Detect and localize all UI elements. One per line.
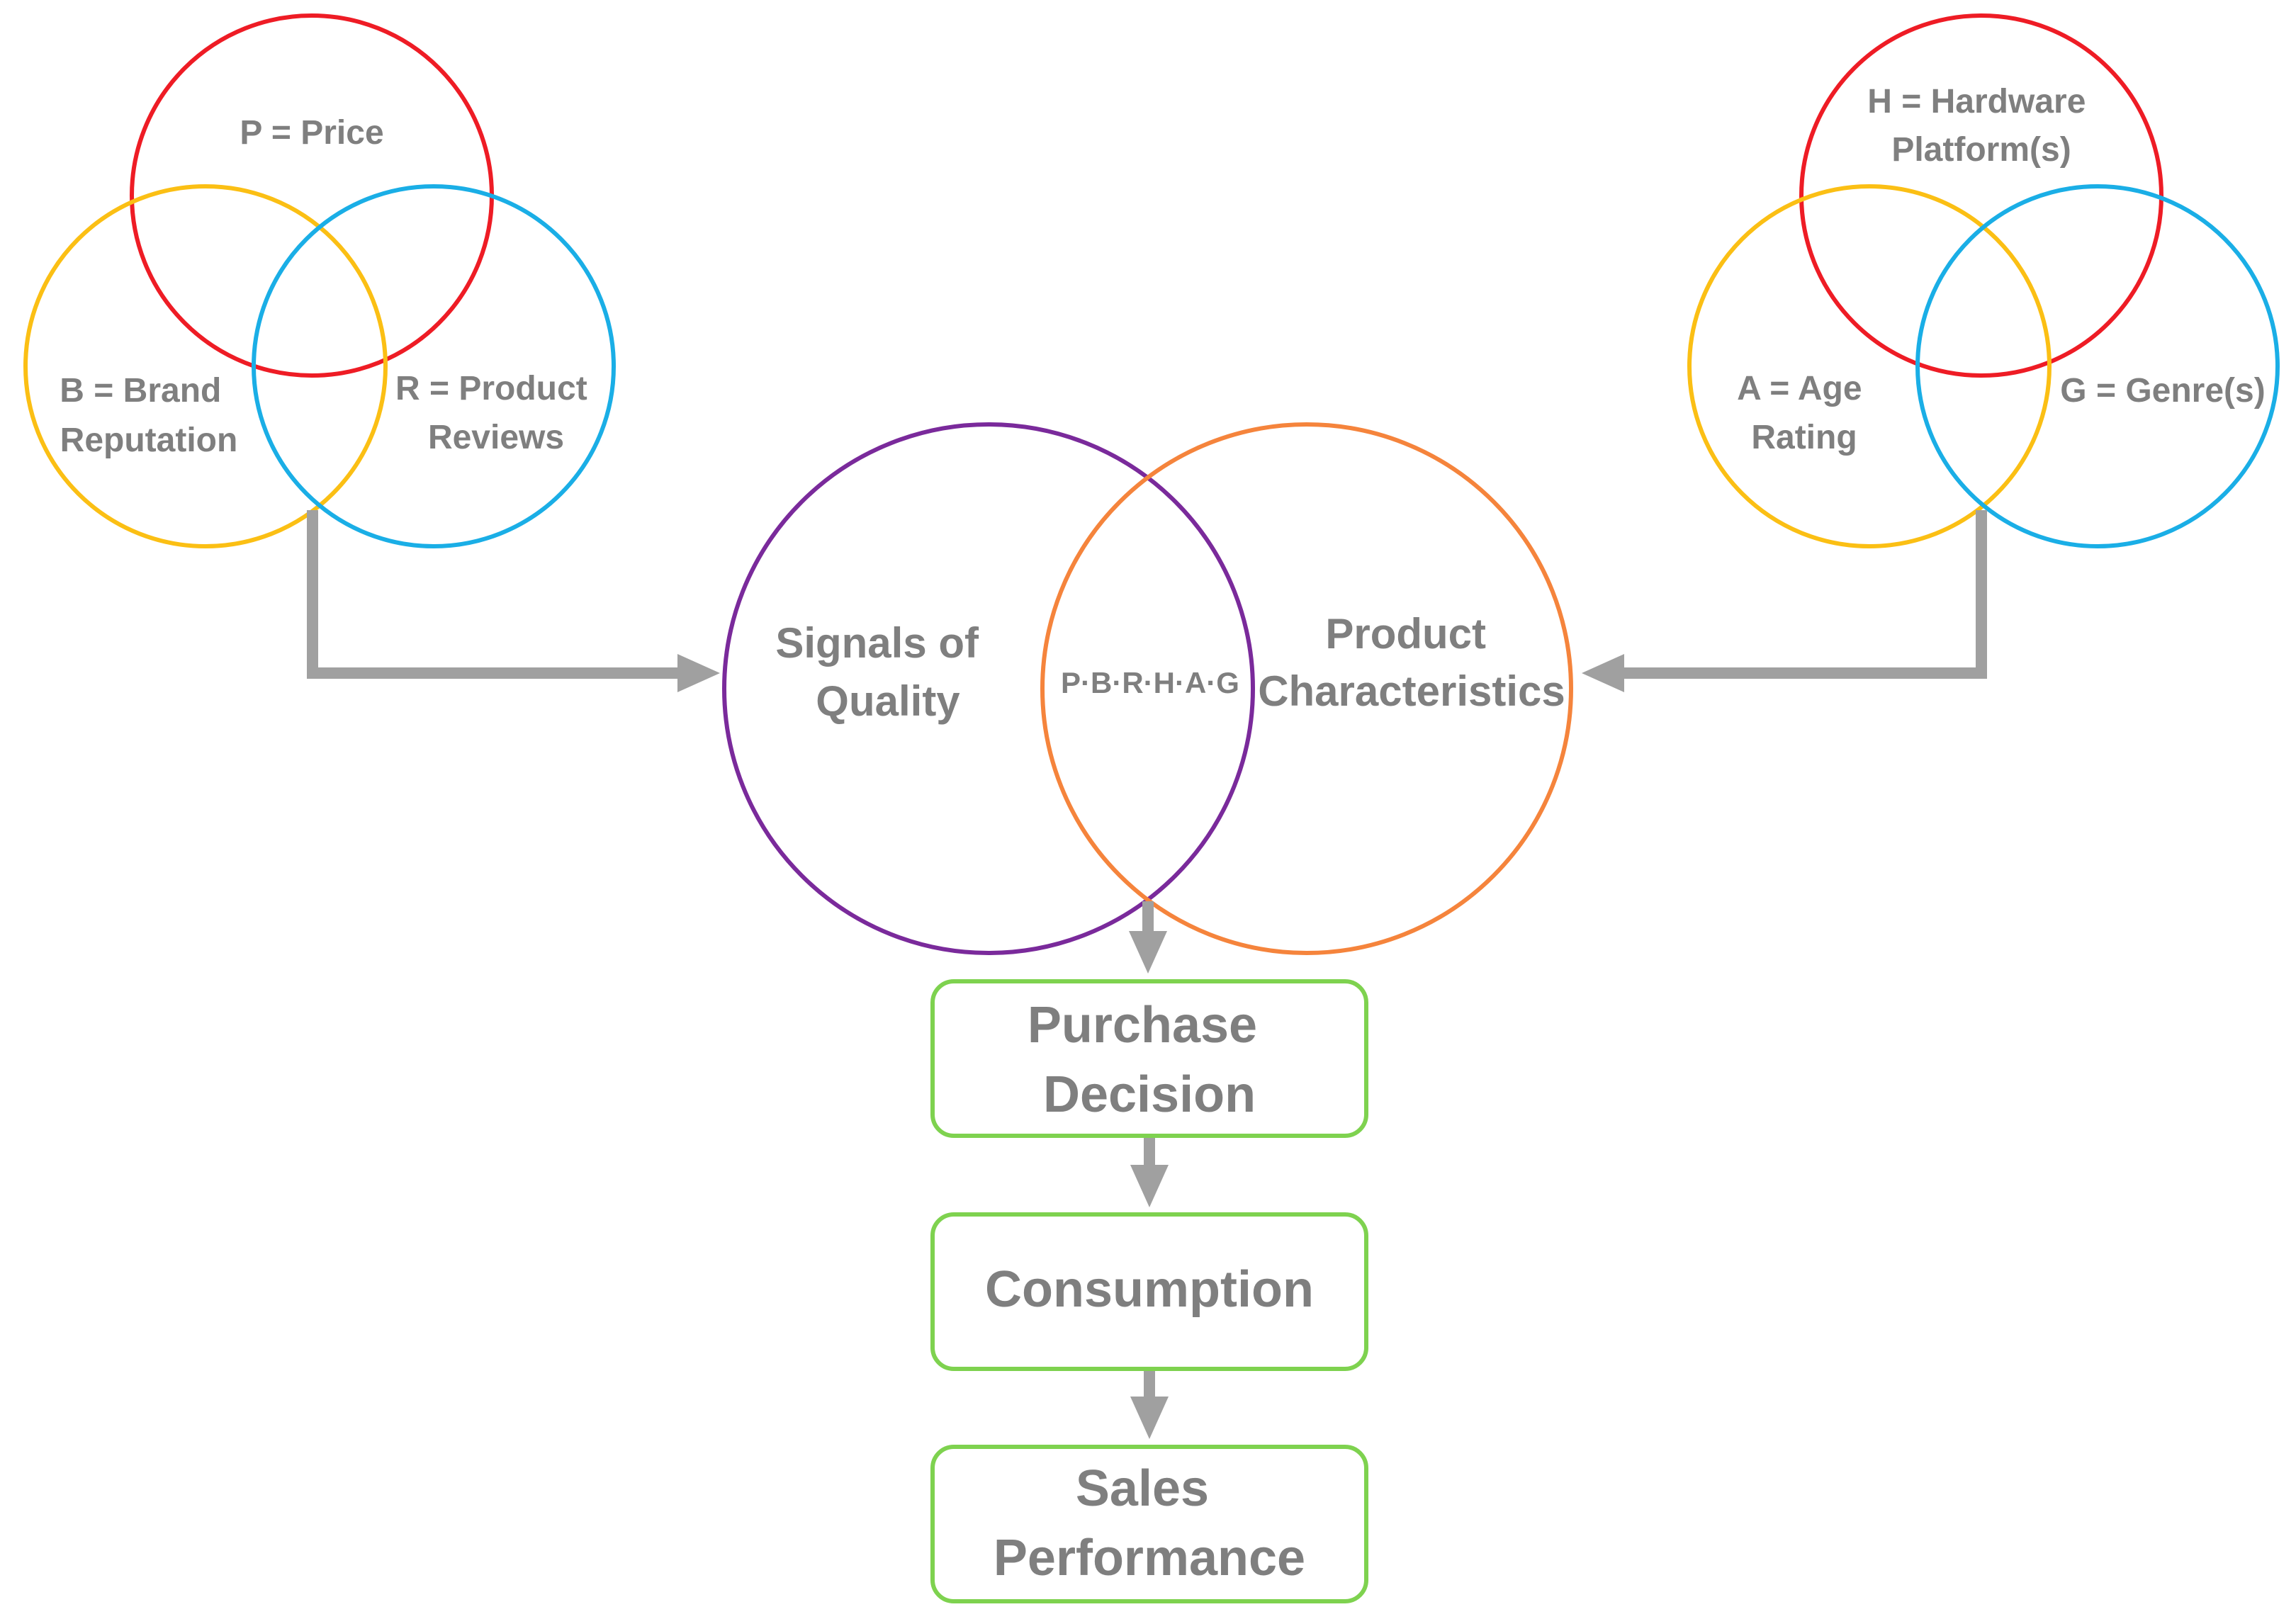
genre-label: G = Genre(s) bbox=[2060, 372, 2265, 410]
reviews-circle bbox=[252, 184, 616, 548]
sales-performance-label: Sales Performance bbox=[994, 1460, 1305, 1586]
product-characteristics-circle bbox=[1040, 422, 1573, 955]
consumption-label: Consumption bbox=[985, 1261, 1314, 1318]
hardware-circle bbox=[1799, 13, 2163, 378]
right-connector-arrow bbox=[1582, 510, 1987, 692]
signals-of-quality-circle bbox=[722, 422, 1255, 955]
price-label: P = Price bbox=[240, 114, 383, 152]
intersection-label: P·B·R·H·A·G bbox=[1061, 666, 1239, 699]
connectors bbox=[307, 510, 1987, 1439]
product-characteristics-label: Product Characteristics bbox=[1258, 610, 1565, 715]
left-venn: P = Price B = Brand Reputation R = Produ… bbox=[23, 13, 616, 548]
signals-of-quality-label: Signals of Quality bbox=[775, 619, 990, 725]
brand-circle bbox=[23, 184, 388, 548]
purchase-decision-box bbox=[930, 979, 1368, 1138]
center-venn: Signals of Quality Product Characteristi… bbox=[722, 422, 1573, 955]
brand-label: B = Brand Reputation bbox=[60, 372, 237, 459]
age-circle bbox=[1687, 184, 2052, 548]
hardware-label: H = Hardware Platform(s) bbox=[1867, 83, 2095, 169]
sales-performance-box bbox=[930, 1445, 1368, 1603]
consumption-box bbox=[930, 1212, 1368, 1371]
left-connector-arrow bbox=[307, 510, 720, 692]
purchase-decision-label: Purchase Decision bbox=[1028, 997, 1271, 1123]
right-venn: H = Hardware Platform(s) A = Age Rating … bbox=[1687, 13, 2280, 548]
price-circle bbox=[130, 13, 494, 378]
flow-boxes: Purchase Decision Consumption Sales Perf… bbox=[930, 979, 1368, 1603]
age-label: A = Age Rating bbox=[1737, 370, 1872, 456]
reviews-label: R = Product Reviews bbox=[395, 370, 597, 456]
genre-circle bbox=[1915, 184, 2280, 548]
